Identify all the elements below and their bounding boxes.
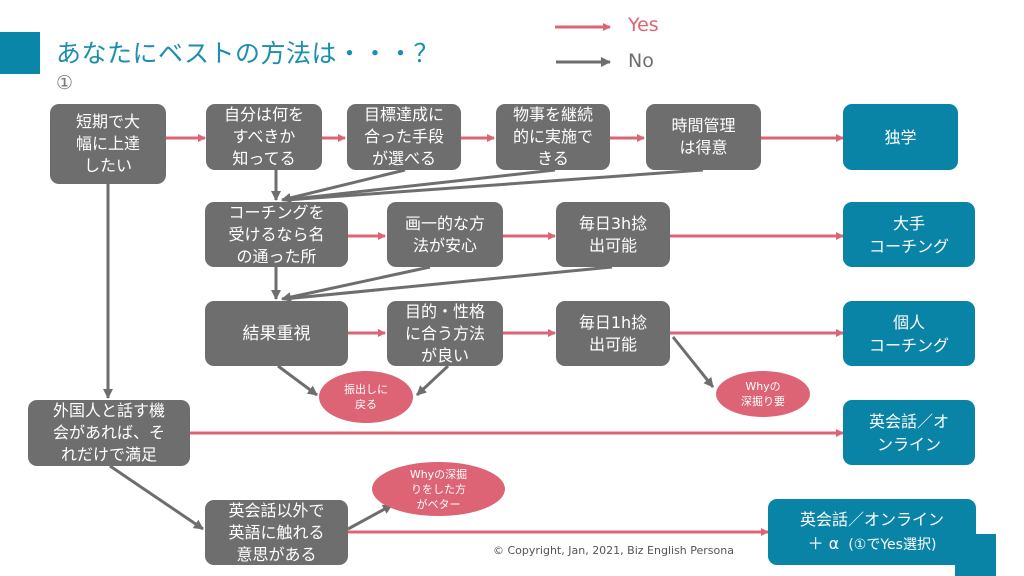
note-back-to-start: 振出しに 戻る <box>319 371 413 423</box>
result-conversation-plus: 英会話／オンライン ＋ α (①でYes選択) <box>768 499 976 565</box>
note-why-dig-better: Whyの深掘 りをした方 がベター <box>372 462 505 516</box>
result-conversation-plus-alpha: ＋ α <box>807 533 840 553</box>
arrow-no <box>283 265 613 301</box>
question-continue: 物事を継続 的に実施で きる <box>496 104 610 170</box>
arrow-no <box>109 464 204 531</box>
arrow-no <box>281 168 406 203</box>
arrow-no <box>347 503 393 531</box>
result-major-coaching: 大手 コーチング <box>843 202 975 267</box>
title-accent-bar <box>0 32 40 74</box>
result-conversation-plus-main: 英会話／オンライン <box>799 509 944 529</box>
note-why-dig-required: Whyの 深掘り要 <box>716 371 810 417</box>
legend-yes-label: Yes <box>628 14 659 36</box>
question-fit-method: 目的・性格 に合う方法 が良い <box>387 301 503 366</box>
arrow-no <box>281 265 431 302</box>
question-uniform-method: 画一的な方 法が安心 <box>387 202 503 267</box>
page-subtitle: ① <box>56 72 74 94</box>
question-results-focused: 結果重視 <box>205 301 348 366</box>
question-choose-means: 目標達成に 合った手段 が選べる <box>347 104 461 170</box>
legend-no-label: No <box>628 50 654 72</box>
arrow-no <box>671 336 715 388</box>
arrow-no <box>415 364 450 397</box>
question-1h-daily: 毎日1h捻 出可能 <box>556 301 670 366</box>
result-conversation-plus-note: (①でYes選択) <box>848 536 937 553</box>
arrow-no <box>277 364 318 397</box>
question-time-management: 時間管理 は得意 <box>646 104 761 170</box>
question-other-english: 英会話以外で 英語に触れる 意思がある <box>205 500 348 565</box>
arrow-no <box>283 168 556 202</box>
result-self-study: 独学 <box>843 104 958 170</box>
arrow-no <box>285 168 704 202</box>
copyright-text: © Copyright, Jan, 2021, Biz English Pers… <box>493 544 734 557</box>
question-3h-daily: 毎日3h捻 出可能 <box>556 202 670 267</box>
question-famous-coaching: コーチングを 受けるなら名 の通った所 <box>205 202 348 267</box>
question-short-term: 短期で大 幅に上達 したい <box>50 104 166 184</box>
question-foreigners: 外国人と話す機 会があれば、そ れだけで満足 <box>28 400 190 466</box>
result-conversation-online: 英会話／オ ンライン <box>843 400 975 465</box>
result-personal-coaching: 個人 コーチング <box>843 301 975 366</box>
question-know-what: 自分は何を すべきか 知ってる <box>206 104 322 170</box>
result-conversation-plus-line: ＋ α (①でYes選択) <box>808 532 937 557</box>
page-title: あなたにベストの方法は・・・？ <box>56 39 440 68</box>
